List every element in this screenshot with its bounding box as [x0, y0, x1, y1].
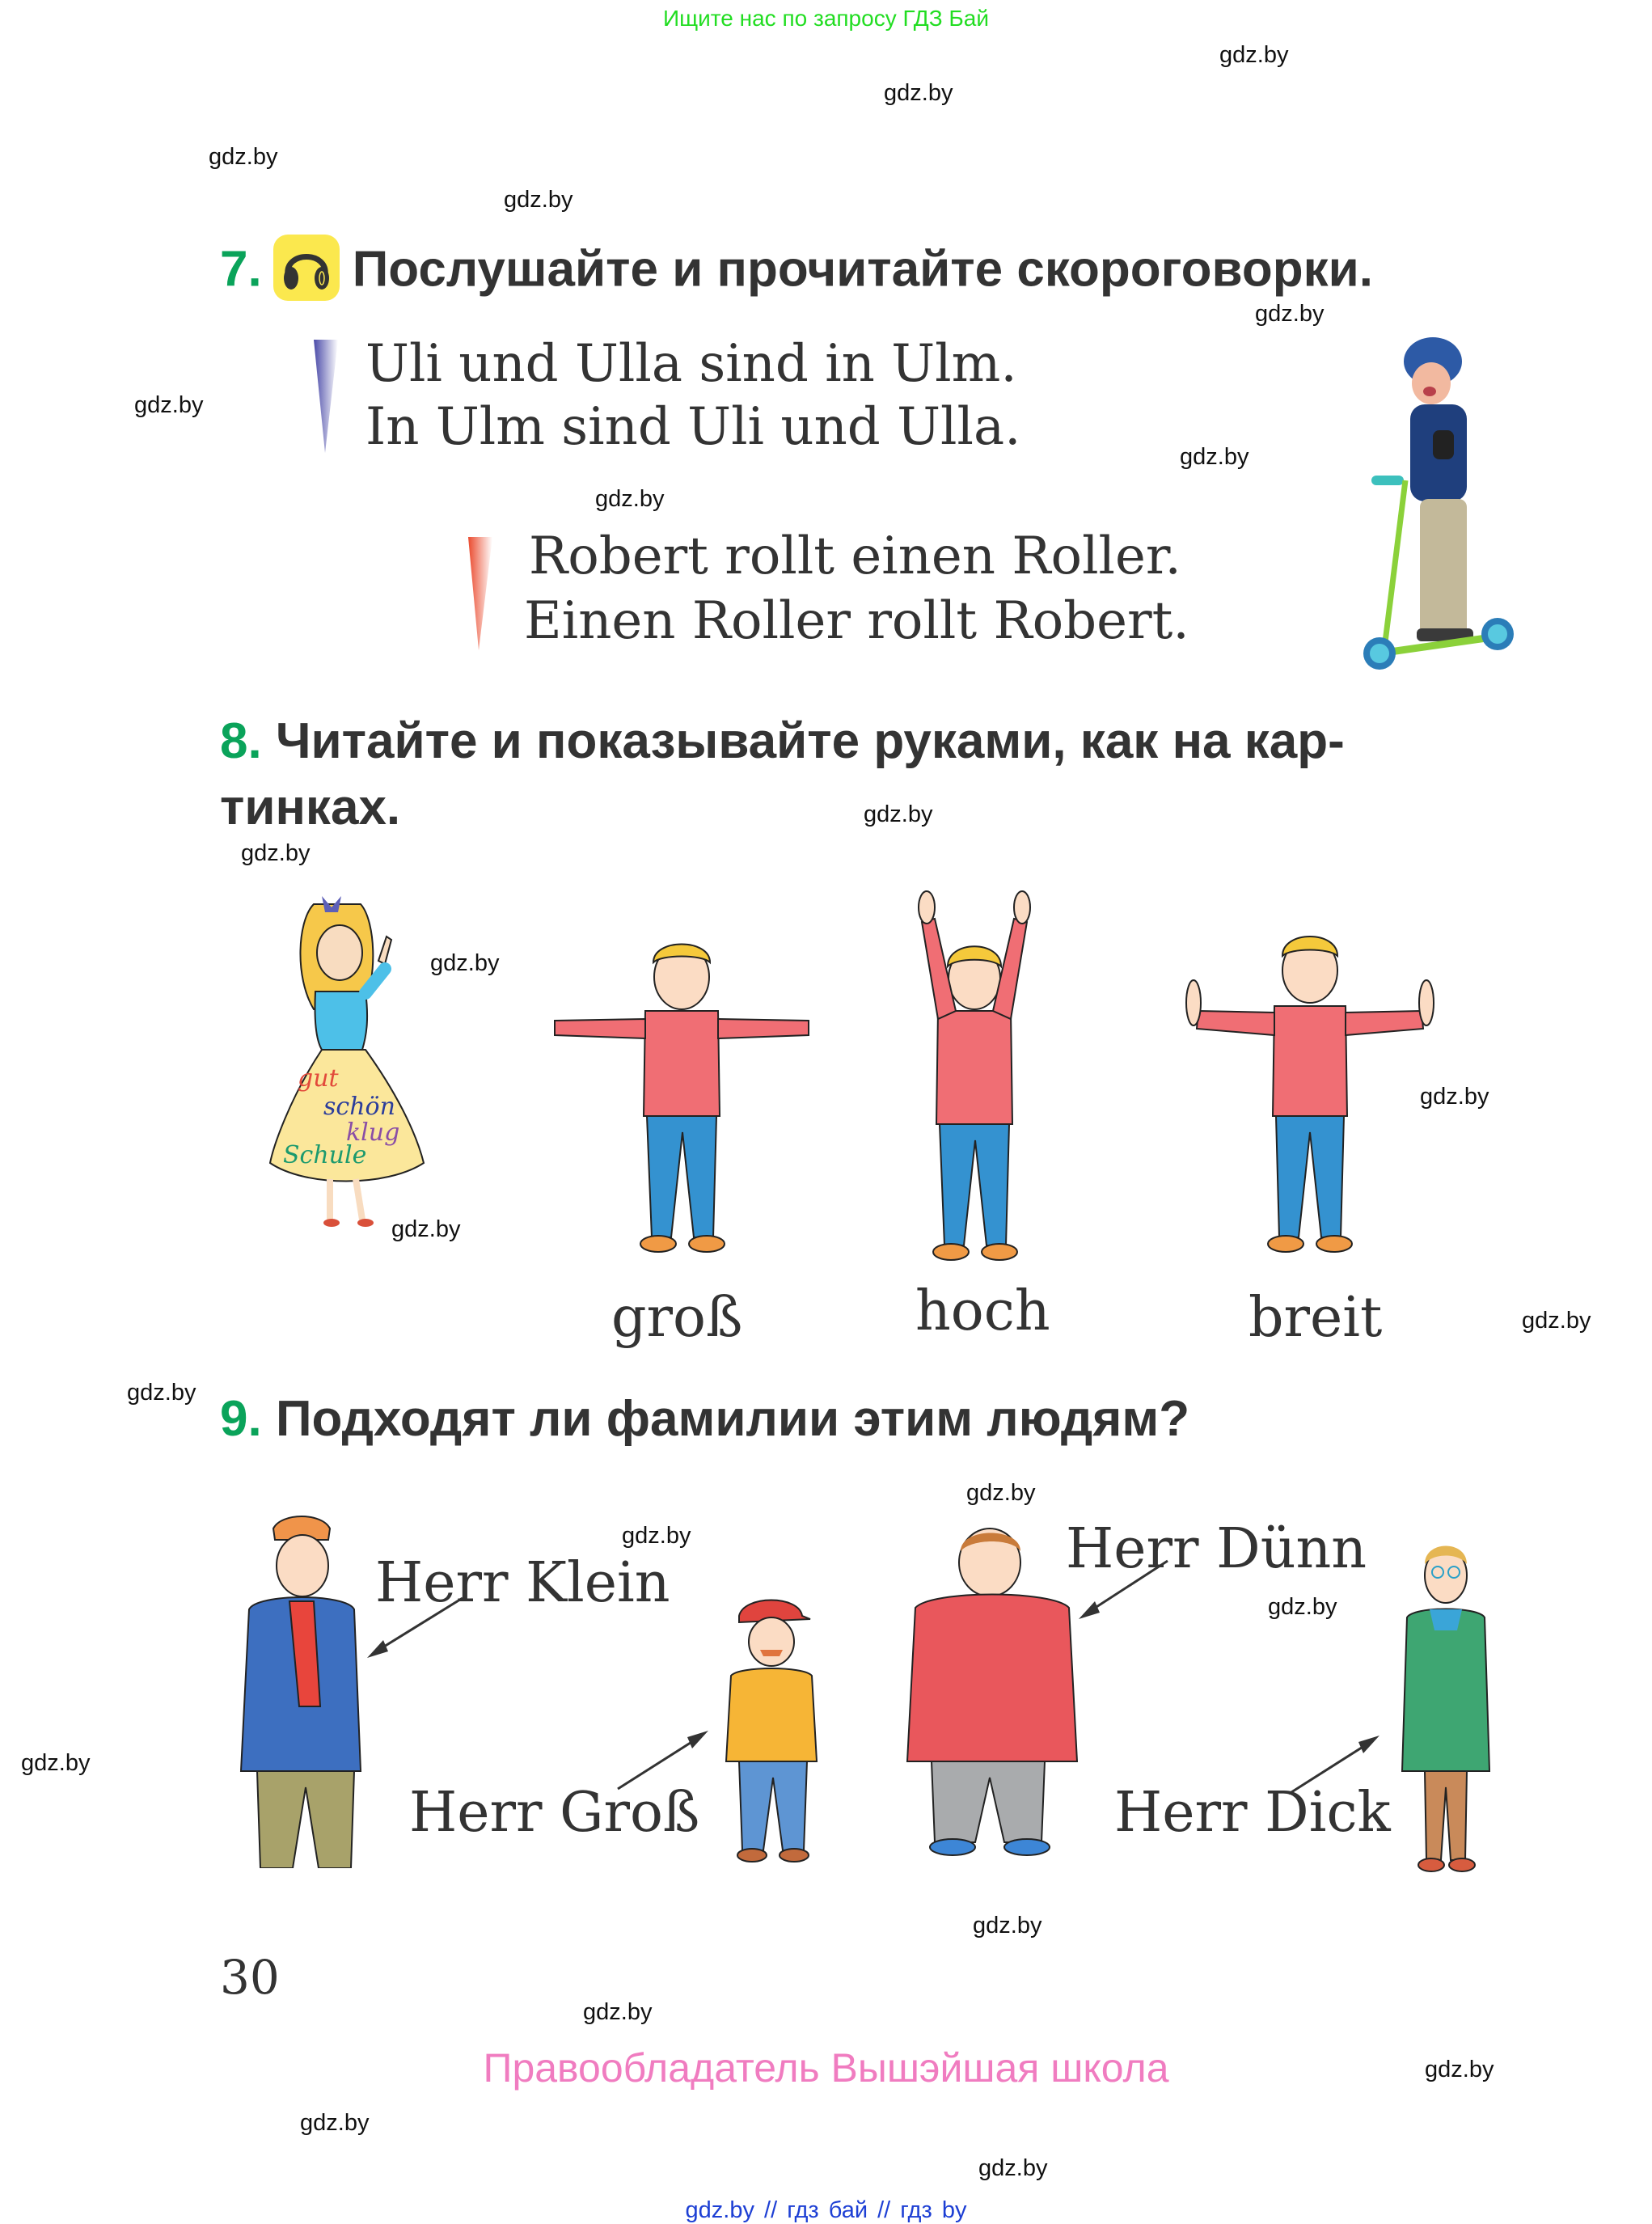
watermark: gdz.by — [241, 840, 311, 866]
watermark: gdz.by — [1425, 2057, 1494, 2082]
tall-man-blue-coat-image — [239, 1516, 362, 1868]
watermark: gdz.by — [622, 1523, 691, 1549]
watermark: gdz.by — [1522, 1308, 1591, 1334]
headphones-icon[interactable] — [273, 235, 340, 301]
watermark: gdz.by — [300, 2110, 370, 2136]
fat-man-red-jacket-image — [906, 1528, 1079, 1856]
exercise-7-title: Послушайте и прочитайте скороговорки. — [352, 241, 1373, 298]
skirt-word-schoen: schön — [323, 1093, 395, 1121]
skirt-word-schule: Schule — [283, 1141, 366, 1169]
watermark: gdz.by — [134, 392, 204, 418]
watermark: gdz.by — [127, 1380, 196, 1406]
footer-links[interactable]: gdz.by // гдз бай // гдз by — [685, 2197, 967, 2223]
watermark: gdz.by — [209, 144, 278, 170]
watermark: gdz.by — [973, 1913, 1042, 1939]
twister-2-line-1: Robert rollt einen Roller. — [529, 526, 1181, 586]
red-wedge-marker — [468, 537, 492, 650]
watermark: gdz.by — [966, 1480, 1036, 1506]
watermark: gdz.by — [391, 1216, 461, 1242]
exercise-9-title: Подходят ли фамилии этим людям? — [275, 1391, 1190, 1447]
watermark: gdz.by — [1255, 301, 1325, 327]
watermark: gdz.by — [978, 2155, 1048, 2181]
arrow-icon — [367, 1596, 463, 1658]
skirt-word-klug: klug — [346, 1118, 399, 1147]
watermark: gdz.by — [884, 80, 953, 106]
twister-1-line-1: Uli und Ulla sind in Ulm. — [365, 334, 1017, 394]
watermark: gdz.by — [1420, 1084, 1489, 1110]
name-herr-gross: Herr Groß — [409, 1781, 700, 1845]
arrow-icon — [1079, 1559, 1168, 1619]
watermark: gdz.by — [1219, 42, 1289, 68]
word-breit: breit — [1249, 1286, 1383, 1350]
page-number: 30 — [220, 1950, 280, 2005]
exercise-number: 7. — [220, 241, 262, 298]
boy-arms-up-image — [918, 890, 1031, 1261]
teacher-image: gut schön klug Schule — [268, 896, 425, 1227]
word-hoch: hoch — [915, 1279, 1050, 1343]
watermark: gdz.by — [430, 950, 500, 976]
boy-arms-wide-image — [554, 943, 809, 1253]
twister-2-line-2: Einen Roller rollt Robert. — [524, 591, 1189, 651]
short-man-yellow-jacket-image — [725, 1599, 818, 1862]
watermark: gdz.by — [1268, 1594, 1337, 1620]
watermark: gdz.by — [583, 1999, 653, 2025]
twister-1-line-2: In Ulm sind Uli und Ulla. — [365, 397, 1021, 457]
word-gross: groß — [611, 1286, 743, 1350]
thin-man-green-coat-image — [1401, 1545, 1491, 1872]
search-banner: Ищите нас по запросу ГДЗ Бай — [662, 6, 990, 31]
name-herr-duenn: Herr Dünn — [1066, 1517, 1367, 1581]
exercise-8-title-line-1: Читайте и показывайте руками, как на кар… — [275, 713, 1345, 769]
exercise-8-heading: 8. Читайте и показывайте руками, как на … — [220, 712, 1345, 772]
boy-palms-out-image — [1185, 936, 1434, 1253]
watermark: gdz.by — [864, 801, 933, 827]
watermark: gdz.by — [595, 486, 665, 512]
name-herr-klein: Herr Klein — [375, 1551, 670, 1615]
exercise-7-heading: 7. Послушайте и прочитайте скороговорки. — [220, 235, 1373, 306]
arrow-icon — [617, 1731, 708, 1791]
watermark: gdz.by — [504, 187, 573, 213]
exercise-9-heading: 9. Подходят ли фамилии этим людям? — [220, 1389, 1189, 1449]
blue-wedge-marker — [314, 340, 338, 453]
name-herr-dick: Herr Dick — [1114, 1781, 1391, 1845]
arrow-icon — [1288, 1736, 1379, 1795]
exercise-8-title-line-2: тинках. — [220, 780, 401, 835]
exercise-number: 9. — [220, 1391, 262, 1447]
skirt-word-gut: gut — [298, 1064, 340, 1093]
rights-holder-text: Правообладатель Вышэйшая школа — [483, 2045, 1169, 2091]
boy-on-scooter-image — [1363, 337, 1514, 670]
watermark: gdz.by — [21, 1750, 91, 1776]
exercise-number: 8. — [220, 713, 262, 769]
watermark: gdz.by — [1180, 444, 1249, 470]
